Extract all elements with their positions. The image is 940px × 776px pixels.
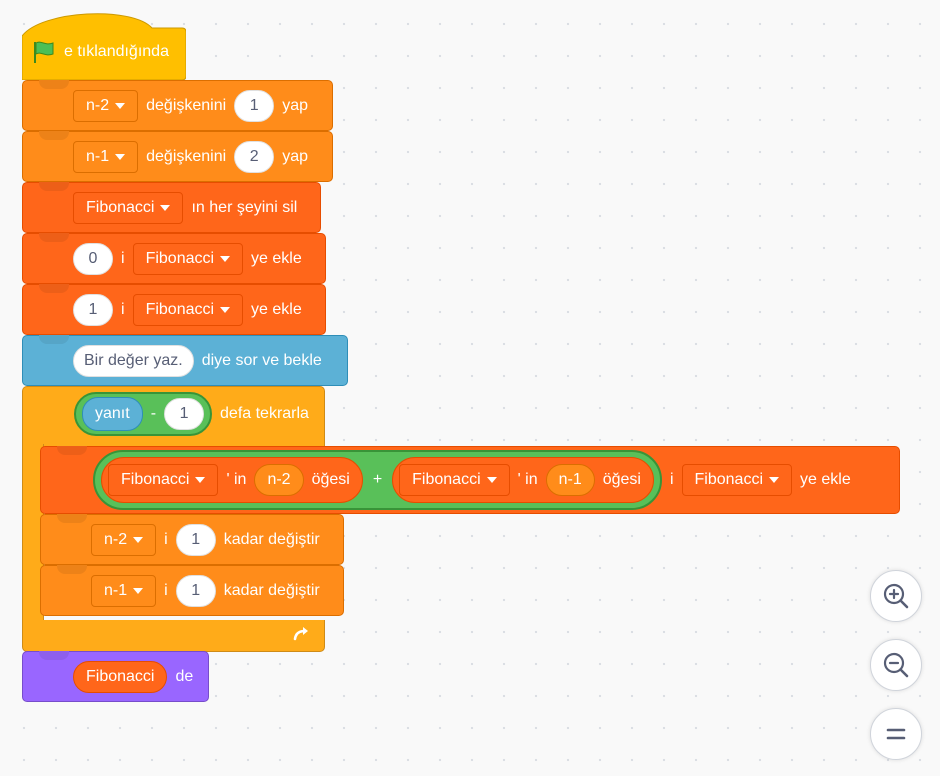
plus-sign: + (372, 471, 383, 488)
change-variable-block[interactable]: n-1 i 1 kadar değiştir (40, 565, 344, 616)
change-label: kadar değiştir (223, 530, 320, 548)
chevron-down-icon (160, 204, 171, 211)
connector-label: i (121, 300, 125, 318)
zoom-reset-icon (886, 728, 906, 740)
answer-reporter[interactable]: yanıt (82, 397, 143, 431)
add-suffix: ye ekle (251, 300, 302, 318)
item-label: öğesi (311, 471, 350, 488)
in-label: ' in (226, 471, 247, 488)
value-input[interactable]: 2 (234, 140, 275, 173)
value-input[interactable]: 1 (234, 89, 275, 122)
zoom-in-icon (883, 583, 909, 609)
connector-label: i (164, 530, 168, 548)
list-dropdown[interactable]: Fibonacci (399, 464, 510, 496)
loop-arrow-icon (293, 627, 308, 641)
subtract-operator[interactable]: yanıt - 1 (74, 392, 213, 436)
chevron-down-icon (133, 536, 144, 543)
list-dropdown[interactable]: Fibonacci (108, 464, 219, 496)
change-label: kadar değiştir (223, 581, 320, 599)
zoom-out-icon (883, 652, 909, 678)
add-sum-to-list-block[interactable]: Fibonacci ' in n-2 öğesi + Fibonacci ' i… (40, 446, 900, 514)
list-dropdown[interactable]: Fibonacci (132, 242, 244, 275)
delete-label: ın her şeyini sil (191, 198, 298, 216)
set-variable-block[interactable]: n-1 değişkenini 2 yap (22, 131, 333, 182)
item-input[interactable]: 0 (73, 242, 113, 275)
change-value-input[interactable]: 1 (175, 523, 216, 556)
delete-all-of-list-block[interactable]: Fibonacci ın her şeyini sil (22, 182, 321, 233)
set-label: değişkenini (146, 147, 227, 165)
item-label: öğesi (602, 471, 641, 488)
chevron-down-icon (115, 102, 126, 109)
set-suffix: yap (282, 96, 308, 114)
connector-label: i (121, 249, 125, 267)
chevron-down-icon (195, 477, 206, 483)
chevron-down-icon (115, 153, 126, 160)
say-block[interactable]: Fibonacci de (22, 651, 209, 702)
list-dropdown[interactable]: Fibonacci (73, 191, 184, 224)
chevron-down-icon (220, 255, 231, 262)
set-suffix: yap (282, 147, 308, 165)
variable-reporter[interactable]: n-1 (545, 464, 595, 496)
add-suffix: ye ekle (251, 249, 302, 267)
zoom-in-button[interactable] (870, 570, 922, 622)
say-label: de (175, 667, 194, 685)
in-label: ' in (517, 471, 538, 488)
change-variable-block[interactable]: n-2 i 1 kadar değiştir (40, 514, 344, 565)
repeat-block[interactable]: yanıt - 1 defa tekrarla (22, 386, 325, 652)
item-of-list-reporter[interactable]: Fibonacci ' in n-1 öğesi (392, 457, 654, 503)
add-suffix: ye ekle (800, 471, 851, 488)
list-reporter[interactable]: Fibonacci (73, 660, 168, 693)
set-variable-block[interactable]: n-2 değişkenini 1 yap (22, 80, 333, 131)
ask-label: diye sor ve bekle (201, 351, 322, 369)
add-to-list-block[interactable]: 0 i Fibonacci ye ekle (22, 233, 326, 284)
variable-dropdown[interactable]: n-1 (91, 574, 157, 607)
zoom-reset-button[interactable] (870, 708, 922, 760)
variable-dropdown[interactable]: n-2 (73, 89, 139, 122)
variable-dropdown[interactable]: n-2 (91, 523, 157, 556)
minus-sign: - (150, 405, 157, 422)
zoom-out-button[interactable] (870, 639, 922, 691)
list-dropdown[interactable]: Fibonacci (132, 293, 244, 326)
add-operator[interactable]: Fibonacci ' in n-2 öğesi + Fibonacci ' i… (93, 450, 662, 510)
chevron-down-icon (769, 477, 780, 483)
hat-label: e tıklandığında (64, 43, 169, 60)
item-input[interactable]: 1 (73, 293, 113, 326)
repeat-label: defa tekrarla (220, 405, 309, 422)
when-flag-clicked-block[interactable]: e tıklandığında (22, 10, 186, 80)
variable-dropdown[interactable]: n-1 (73, 140, 139, 173)
variable-reporter[interactable]: n-2 (254, 464, 304, 496)
item-of-list-reporter[interactable]: Fibonacci ' in n-2 öğesi (101, 457, 363, 503)
set-label: değişkenini (146, 96, 227, 114)
connector-label: i (669, 471, 674, 488)
chevron-down-icon (220, 306, 231, 313)
list-dropdown[interactable]: Fibonacci (681, 464, 793, 496)
add-to-list-block[interactable]: 1 i Fibonacci ye ekle (22, 284, 326, 335)
repeat-bottom (22, 620, 325, 652)
ask-and-wait-block[interactable]: Bir değer yaz. diye sor ve bekle (22, 335, 348, 386)
connector-label: i (164, 581, 168, 599)
subtract-value-input[interactable]: 1 (164, 398, 205, 430)
question-input[interactable]: Bir değer yaz. (73, 344, 194, 377)
change-value-input[interactable]: 1 (175, 574, 216, 607)
chevron-down-icon (486, 477, 497, 483)
green-flag-icon (34, 41, 54, 63)
chevron-down-icon (133, 587, 144, 594)
